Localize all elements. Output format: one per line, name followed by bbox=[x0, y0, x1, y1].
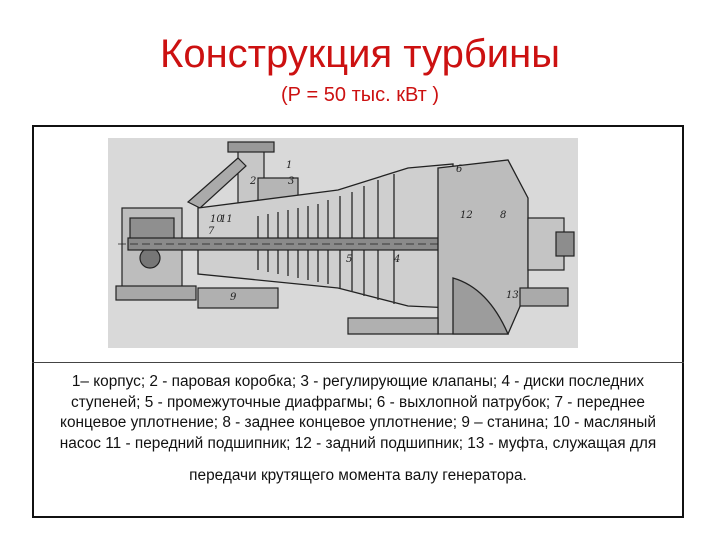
page-subtitle: (Р = 50 тыс. кВт ) bbox=[280, 84, 440, 106]
exhaust-hood bbox=[437, 159, 529, 335]
part-label: 6 bbox=[456, 164, 463, 175]
part-label: 1 bbox=[286, 160, 292, 171]
part-label: 3 bbox=[288, 176, 294, 187]
front-pedestal bbox=[115, 207, 197, 301]
turbine-cross-section-drawing: 1 2 3 4 5 6 7 8 9 10 11 12 13 bbox=[108, 138, 578, 348]
part-label: 8 bbox=[500, 210, 506, 221]
part-label: 2 bbox=[249, 176, 256, 187]
part-label: 7 bbox=[208, 226, 215, 237]
part-label: 12 bbox=[460, 210, 473, 221]
part-label: 9 bbox=[230, 292, 237, 303]
part-labels: 1 2 3 4 5 6 7 8 9 10 11 12 13 bbox=[208, 160, 519, 303]
part-label: 5 bbox=[346, 254, 352, 265]
part-label: 10 bbox=[210, 214, 223, 225]
part-label: 11 bbox=[220, 214, 233, 225]
caption-last-line: передачи крутящего момента валу генерато… bbox=[189, 467, 527, 484]
part-label: 13 bbox=[506, 290, 519, 301]
figure-caption: 1– корпус; 2 - паровая коробка; 3 - регу… bbox=[44, 372, 672, 487]
part-label: 4 bbox=[393, 254, 400, 265]
figure-frame bbox=[32, 125, 684, 518]
rear-bearing-coupling bbox=[519, 217, 575, 307]
caption-main: 1– корпус; 2 - паровая коробка; 3 - регу… bbox=[59, 373, 657, 452]
page-title: Конструкция турбины bbox=[160, 32, 560, 76]
frame-divider bbox=[32, 362, 684, 363]
turbine-base-frame bbox=[197, 287, 439, 335]
